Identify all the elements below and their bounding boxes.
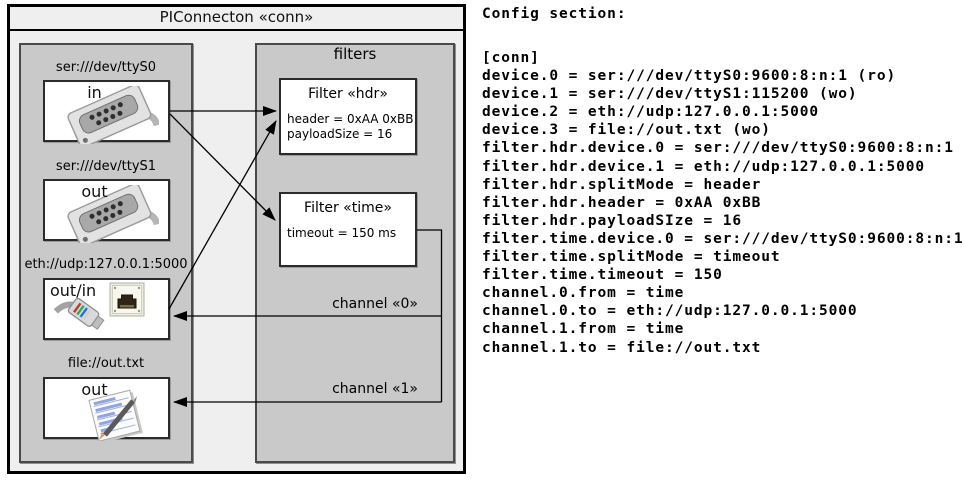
config-line: device.0 = ser:///dev/ttyS0:9600:8:n:1 (… — [482, 68, 897, 85]
device-direction: out/in — [50, 281, 97, 300]
filter-property: header = 0xAA 0xBB — [287, 112, 414, 126]
config-line: channel.1.from = time — [482, 321, 685, 338]
channel-1-label: channel «1» — [332, 381, 418, 397]
config-line: device.1 = ser:///dev/ttyS1:115200 (wo) — [482, 86, 858, 103]
filters-panel-title: filters — [333, 45, 377, 63]
channel-0-label: channel «0» — [332, 296, 418, 312]
config-line: channel.0.from = time — [482, 285, 685, 302]
device-label-eth: eth://udp:127.0.0.1:5000 — [24, 257, 188, 272]
filter-title: Filter «hdr» — [308, 86, 388, 102]
config-line: filter.time.timeout = 150 — [482, 267, 723, 284]
device-label-ttys0: ser:///dev/ttyS0 — [55, 60, 157, 75]
config-section: Config section: [conn] device.0 = ser://… — [482, 5, 964, 357]
device-box-eth: out/in — [43, 278, 170, 340]
filter-hdr-box: Filter «hdr» header = 0xAA 0xBB payloadS… — [279, 78, 417, 155]
config-line: filter.time.device.0 = ser:///dev/ttyS0:… — [482, 230, 964, 247]
filter-title: Filter «time» — [304, 200, 392, 216]
filter-property: payloadSize = 16 — [287, 127, 393, 141]
config-line: channel.1.to = file://out.txt — [482, 339, 762, 356]
config-line: channel.0.to = eth://udp:127.0.0.1:5000 — [482, 303, 858, 320]
config-line: device.2 = eth://udp:127.0.0.1:5000 — [482, 104, 820, 121]
device-box-ttys0: in — [43, 80, 170, 144]
notepad-icon — [88, 389, 143, 441]
device-box-ttys1: out — [43, 179, 170, 243]
serial-connector-icon — [67, 185, 159, 243]
device-label-ttys1: ser:///dev/ttyS1 — [55, 159, 157, 174]
serial-connector-icon — [67, 86, 159, 144]
device-direction: in — [87, 83, 102, 102]
device-direction: out — [81, 380, 108, 399]
config-line: [conn] — [482, 50, 540, 66]
device-box-file: out — [43, 377, 170, 441]
config-line: filter.hdr.device.1 = eth://udp:127.0.0.… — [482, 158, 925, 175]
config-line: filter.hdr.splitMode = header — [482, 176, 762, 193]
config-line: filter.hdr.device.0 = ser:///dev/ttyS0:9… — [482, 140, 954, 157]
filter-property: timeout = 150 ms — [287, 226, 397, 240]
device-direction: out — [81, 182, 108, 201]
device-label-file: file://out.txt — [67, 356, 145, 371]
config-line: filter.hdr.header = 0xAA 0xBB — [482, 194, 762, 211]
title-separator — [9, 29, 464, 31]
component-title: PIConnecton «conn» — [159, 8, 314, 26]
ethernet-plug-icon — [53, 298, 105, 330]
config-line: device.3 = file://out.txt (wo) — [482, 122, 771, 139]
config-heading: Config section: — [482, 6, 627, 22]
ethernet-jack-icon — [109, 282, 145, 317]
filter-time-box: Filter «time» timeout = 150 ms — [279, 192, 417, 267]
config-line: filter.hdr.payloadSIze = 16 — [482, 212, 743, 229]
config-line: filter.time.splitMode = timeout — [482, 249, 781, 266]
